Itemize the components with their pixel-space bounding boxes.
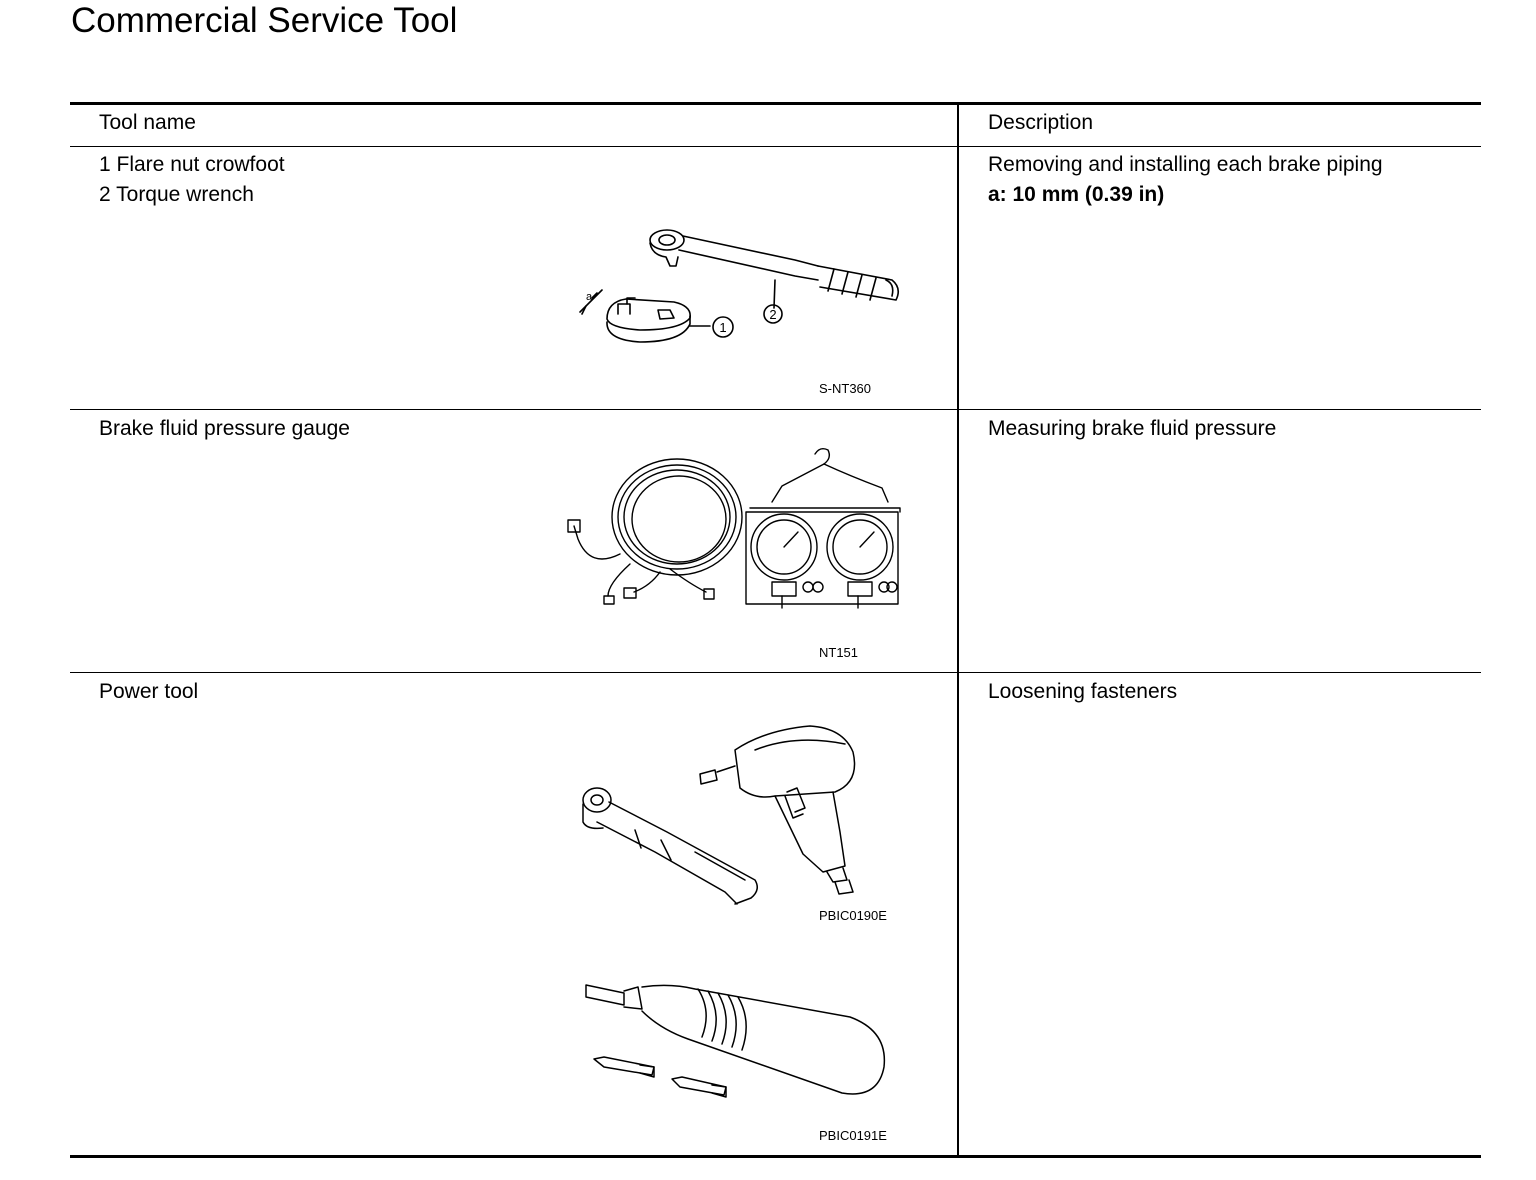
figure-caption: PBIC0191E: [819, 1128, 887, 1143]
flare-nut-crowfoot-icon: 1 a: [580, 290, 733, 342]
figure-caption: S-NT360: [819, 381, 872, 396]
svg-text:a: a: [586, 291, 593, 303]
tool-description: Removing and installing each brake pipin…: [988, 153, 1383, 176]
header-description: Description: [988, 111, 1094, 134]
svg-text:1: 1: [719, 320, 726, 335]
tool-name-line: Power tool: [99, 680, 199, 703]
table-bottom-rule: [70, 1155, 1481, 1158]
page-title: Commercial Service Tool: [71, 1, 458, 40]
row-divider-2: [70, 672, 1481, 673]
tool-spec: a: 10 mm (0.39 in): [988, 180, 1164, 210]
power-screwdriver-icon: [586, 985, 884, 1094]
spec-value: a: 10 mm (0.39 in): [988, 183, 1165, 206]
column-divider: [957, 103, 959, 1157]
impact-wrench-icon: [700, 726, 855, 894]
tool-name-line: 2 Torque wrench: [99, 183, 254, 206]
torque-wrench-icon: 2: [650, 230, 898, 323]
hose-coil-icon: [568, 459, 742, 604]
svg-text:2: 2: [769, 307, 776, 322]
tool-name-line: 1 Flare nut crowfoot: [99, 153, 285, 176]
torque-wrench-figure: 2 1 a: [570, 222, 910, 347]
air-tools-figure: [575, 722, 875, 912]
pressure-gauge-figure: [560, 444, 910, 609]
pressure-gauge-icon: [746, 449, 900, 608]
air-ratchet-icon: [583, 788, 757, 904]
figure-caption: PBIC0190E: [819, 908, 887, 923]
tool-description: Loosening fasteners: [988, 680, 1178, 703]
header-divider: [70, 146, 1481, 147]
tool-name-line: Brake fluid pressure gauge: [99, 417, 350, 440]
row-divider-1: [70, 409, 1481, 410]
figure-caption: NT151: [819, 645, 859, 660]
tool-description: Measuring brake fluid pressure: [988, 417, 1277, 440]
header-tool-name: Tool name: [99, 111, 196, 134]
screwdriver-figure: [580, 975, 895, 1110]
table-top-rule: [70, 102, 1481, 105]
driver-bits-icon: [594, 1057, 726, 1097]
